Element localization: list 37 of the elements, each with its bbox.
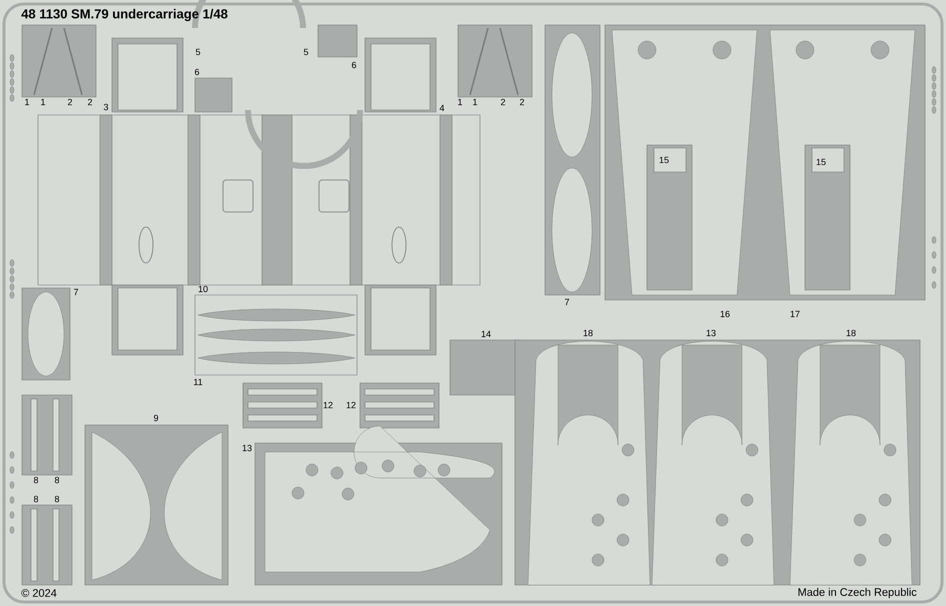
callout-number: 2 <box>88 98 92 106</box>
callout-number: 14 <box>482 330 491 338</box>
callout-number: 6 <box>352 62 356 68</box>
callout-number: 12 <box>346 402 356 408</box>
callout-number: 1 <box>25 98 30 106</box>
callout-number: 11 <box>194 378 202 386</box>
callout-number: 15 <box>660 156 669 164</box>
title: 48 1130 SM.79 undercarriage 1/48 <box>21 8 228 22</box>
callout-number: 18 <box>584 330 593 336</box>
copyright-note: © 2024 <box>21 589 56 597</box>
callout-number: 3 <box>104 104 108 110</box>
callout-number: 2 <box>520 98 524 106</box>
callout-number: 12 <box>324 402 333 408</box>
callout-number: 5 <box>304 48 308 56</box>
callout-number: 8 <box>54 476 60 484</box>
callout-number: 4 <box>440 104 444 112</box>
origin-note: Made in Czech Republic <box>798 588 916 598</box>
callout-number: 13 <box>706 330 716 336</box>
callout-number: 7 <box>74 288 78 296</box>
callout-number: 1 <box>41 98 46 106</box>
callout-number: 15 <box>816 158 826 166</box>
callout-number: 8 <box>54 496 60 502</box>
callout-number: 1 <box>473 98 478 106</box>
callout-number: 17 <box>790 310 800 318</box>
callout-number: 13 <box>242 444 252 452</box>
callout-number: 8 <box>34 496 38 502</box>
callout-number: 16 <box>720 310 730 318</box>
callout-number: 2 <box>68 98 72 106</box>
callout-number: 1 <box>458 98 462 106</box>
callout-number: 5 <box>196 48 200 56</box>
callout-number: 18 <box>846 330 856 336</box>
callout-number: 7 <box>564 298 570 306</box>
callout-number: 2 <box>500 98 506 106</box>
callout-number: 8 <box>34 476 38 484</box>
callout-number: 9 <box>154 414 158 422</box>
callout-number: 6 <box>194 68 200 76</box>
callout-number: 10 <box>198 286 208 292</box>
